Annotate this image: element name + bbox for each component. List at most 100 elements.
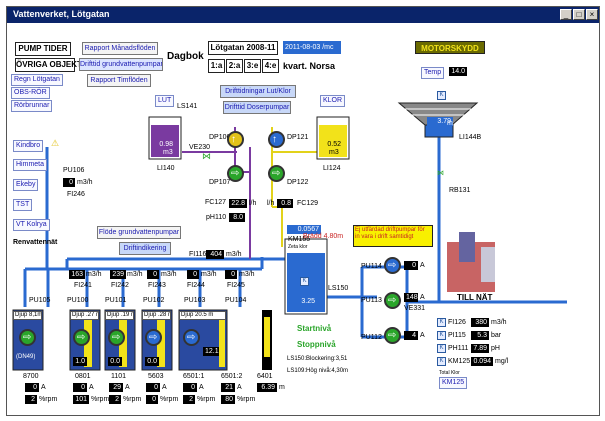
- li140-label: LI140: [157, 165, 175, 172]
- pu113-label: PU113: [361, 297, 382, 304]
- pu101-freq-unit: %rpm: [123, 396, 142, 403]
- window-title: Vattenverket, Lötgatan: [13, 9, 110, 19]
- obs-ror-link[interactable]: OBS-RÖR: [11, 87, 50, 99]
- fi126-value: 380: [471, 318, 489, 327]
- pu114-pump-icon[interactable]: ⇨: [384, 257, 401, 274]
- pu102-pump-icon[interactable]: ⇨: [145, 329, 162, 346]
- pu103-amp-unit: A: [199, 384, 204, 391]
- k-icon-fi126[interactable]: K: [437, 318, 446, 327]
- rb131-valve-icon[interactable]: ⋈: [437, 170, 444, 177]
- k-icon-temp[interactable]: K: [437, 91, 446, 100]
- pu103-level-value: 12.1: [203, 347, 219, 356]
- drifttidningar-lut-klor-button[interactable]: Drifttidningar Lut/Klor: [220, 85, 296, 98]
- rorbrunnar-link[interactable]: Rörbrunnar: [11, 100, 53, 112]
- vt-kolrya-link[interactable]: VT Kolrya: [13, 219, 50, 231]
- ovriga-objekt-button[interactable]: ÖVRIGA OBJEKT: [15, 58, 82, 72]
- rb131-label: RB131: [449, 187, 471, 194]
- fc127-unit: l/h: [249, 200, 257, 207]
- pump-tider-button[interactable]: PUMP TIDER: [15, 42, 71, 56]
- km125-button[interactable]: KM125: [439, 377, 468, 389]
- pu101-depth-label: Djup .19 m: [105, 311, 134, 320]
- temp-value: 14.0: [449, 67, 467, 76]
- himmeta-link[interactable]: Himmeta: [13, 159, 48, 171]
- fi242-label: FI242: [111, 282, 129, 289]
- pu100-depth-label: Djup .27 m: [70, 311, 99, 320]
- startniva-label: Startnivå: [297, 324, 332, 333]
- lut-label: LUT: [155, 95, 175, 107]
- pu103-pump-icon[interactable]: ⇨: [183, 329, 200, 346]
- maximize-button[interactable]: □: [573, 9, 585, 20]
- pu112-unit: A: [420, 332, 425, 339]
- driftindikering-button[interactable]: Driftindikering: [119, 242, 171, 255]
- k-icon-ph111[interactable]: K: [437, 344, 446, 353]
- pu100-amp-unit: A: [89, 384, 94, 391]
- pu100-pump-icon[interactable]: ⇨: [73, 329, 90, 346]
- rapport-manadsfloden-button[interactable]: Rapport Månadsflöden: [82, 42, 158, 55]
- date-display: 2011-08-03 /mc: [283, 41, 341, 54]
- pu106-value: 0: [63, 178, 75, 187]
- scada-window: Vattenverket, Lötgatan _ □ ×: [6, 6, 600, 416]
- quarter-1-button[interactable]: 1:a: [208, 59, 225, 73]
- fi243-label: FI243: [148, 282, 166, 289]
- dp107-pump-icon[interactable]: ⇨: [227, 165, 244, 182]
- pu114-unit: A: [420, 262, 425, 269]
- dp106-pump-icon[interactable]: ↑: [227, 131, 244, 148]
- pu105-pump-icon[interactable]: ⇨: [19, 329, 36, 346]
- fc127-value: 22.8: [229, 199, 247, 208]
- k-icon[interactable]: K: [300, 277, 309, 286]
- fi242-unit: m3/h: [127, 271, 143, 278]
- pu113-value: 148: [404, 293, 418, 302]
- pu102-freq-unit: %rpm: [160, 396, 179, 403]
- rapport-timfloden-button[interactable]: Rapport Timflöden: [87, 74, 151, 87]
- pu104-freq-value: 80: [221, 395, 235, 404]
- lotgatan-period-button[interactable]: Lötgatan 2008-11: [208, 41, 278, 55]
- ekeby-link[interactable]: Ekeby: [13, 179, 39, 191]
- kindbro-link[interactable]: Kindbro: [13, 140, 44, 152]
- dp121-pump-icon[interactable]: ↑: [268, 131, 285, 148]
- li124-label: LI124: [323, 165, 341, 172]
- fi246-label: FI246: [67, 191, 85, 198]
- pu105-amp-unit: A: [41, 384, 46, 391]
- pu101-pump-icon[interactable]: ⇨: [108, 329, 125, 346]
- close-button[interactable]: ×: [586, 9, 598, 20]
- pu100-freq-unit: %rpm: [91, 396, 110, 403]
- k-icon-km125[interactable]: K: [437, 357, 446, 366]
- dp122-pump-icon[interactable]: ⇨: [268, 165, 285, 182]
- tst-link[interactable]: TST: [13, 199, 33, 211]
- pu112-pump-icon[interactable]: ⇨: [384, 327, 401, 344]
- pu105-amp-value: 0: [25, 383, 39, 392]
- k-icon-pi115[interactable]: K: [437, 331, 446, 340]
- flode-grundvattenpumpar-button[interactable]: Flöde grundvattenpumpar: [97, 226, 181, 239]
- pu101-amp-unit: A: [125, 384, 130, 391]
- pu112-value: 4: [404, 331, 418, 340]
- valve-icon[interactable]: ⋈: [202, 151, 211, 161]
- drifttid-grundvattenpumpar-button[interactable]: Drifttid grundvattenpumpar: [79, 58, 163, 71]
- dagbok-label[interactable]: Dagbok: [167, 51, 204, 62]
- motorskydd-button[interactable]: MOTORSKYDD: [415, 41, 485, 54]
- pu113-pump-icon[interactable]: ⇨: [384, 292, 401, 309]
- fc127-label: FC127: [205, 199, 227, 206]
- dp122-label: DP122: [287, 179, 309, 186]
- pu100-level-value: 1.0: [73, 357, 87, 366]
- till-nat-label: TILL NÄT: [457, 293, 493, 302]
- quarter-3-button[interactable]: 3:e: [244, 59, 261, 73]
- drifttid-doserpumpar-button[interactable]: Drifttid Doserpumpar: [223, 101, 291, 114]
- total-klor-label: Total Klor: [439, 370, 460, 376]
- li144b-value: 3.79: [427, 117, 453, 126]
- km125-unit: mg/l: [495, 358, 509, 365]
- pu103-depth-label: Djup 20.5 m: [179, 311, 226, 320]
- regn-lotgatan-link[interactable]: Regn Lötgatan: [11, 74, 63, 86]
- quarter-4-button[interactable]: 4:e: [262, 59, 279, 73]
- pu114-value: 0: [404, 261, 418, 270]
- ph111-label: PH111: [448, 345, 469, 352]
- quarter-2-button[interactable]: 2:a: [226, 59, 243, 73]
- minimize-button[interactable]: _: [560, 9, 572, 20]
- ph111-value: 7.89: [471, 344, 489, 353]
- klor-level-value: 0.52: [325, 140, 343, 149]
- well-id-1101: 1101: [111, 373, 127, 380]
- ve230-label: VE230: [189, 144, 211, 151]
- pu102-label: PU102: [143, 297, 165, 304]
- kvart-label: kvart. Norsa: [283, 61, 336, 71]
- pu102-amp-value: 0: [146, 383, 160, 392]
- fi244-label: FI244: [187, 282, 205, 289]
